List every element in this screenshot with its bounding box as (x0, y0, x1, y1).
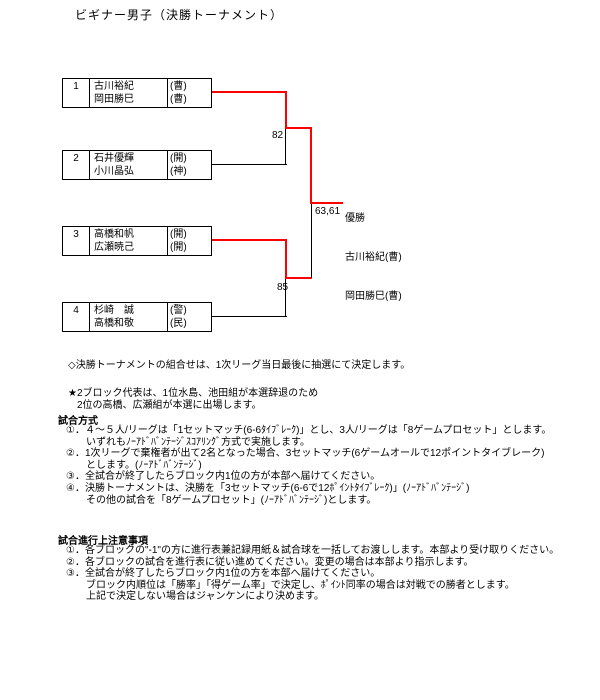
match-format-line: ①．４～５人/リーグは「1セットマッチ(6-6ﾀｲﾌﾞﾚｰｸ)」とし、3人/リー… (66, 425, 552, 436)
player-club: (曹) (170, 81, 187, 92)
score-semifinal-bottom: 85 (277, 282, 289, 293)
bracket-team-box-4: 4 杉崎 誠 高橋和敬 (警) (民) (62, 302, 212, 332)
player-name: 石井優輝 (94, 153, 134, 164)
precautions-line: 上記で決定しない場合はジャンケンにより決めます。 (66, 591, 324, 603)
seed-number: 3 (63, 227, 90, 255)
match-format-line: その他の試合を「8ゲームプロセット」(ﾉｰｱﾄﾞﾊﾞﾝﾃｰｼﾞ)とします。 (66, 494, 377, 506)
note-substitute-line1: ★2ブロック代表は、1位水島、池田組が本選辞退のため (68, 388, 319, 399)
bracket-winner-line-final-vertical (310, 127, 312, 204)
bracket-winner-line-final-out (310, 202, 343, 204)
precautions-line: ③．全試合が終了したらブロック内1位の方を本部へ届けてください。 (66, 568, 381, 580)
winner-player2: 岡田勝巳(曹) (345, 291, 402, 302)
bracket-team-box-3: 3 高橋和帆 広瀬暁己 (開) (開) (62, 226, 212, 256)
bracket-line-semi1-vertical (285, 129, 286, 165)
winner-block: 優勝 古川裕紀(曹) 岡田勝巳(曹) (345, 186, 402, 329)
note-draw: ◇決勝トーナメントの組合せは、1次リーグ当日最後に抽選にて決定します。 (68, 360, 411, 371)
bracket-line-team2 (212, 164, 287, 165)
match-format-line: ④．決勝トーナメントは、決勝を「3セットマッチ(6-6で12ﾎﾟｲﾝﾄﾀｲﾌﾞﾚ… (66, 482, 470, 494)
match-format-heading: 試合方式 (58, 416, 98, 427)
seed-number: 2 (63, 151, 90, 179)
match-format-line: いずれもﾉｰｱﾄﾞﾊﾞﾝﾃｰｼﾞｽｺｱﾘﾝｸﾞ方式で実施します。 (66, 436, 310, 448)
precautions-line: ①．各ブロックの"-1"の方に進行表兼記録用紙＆試合球を一括してお渡しします。本… (66, 545, 560, 556)
match-format-line: ②．1次リーグで棄権者が出て2名となった場合、3セットマッチ(6ゲームオールで1… (66, 448, 545, 460)
player-club: (開) (170, 153, 187, 164)
precautions-heading: 試合進行上注意事項 (58, 536, 148, 547)
winner-label: 優勝 (345, 213, 365, 224)
score-final: 63,61 (315, 206, 341, 217)
player-name: 古川裕紀 (94, 81, 134, 92)
player-club: (曹) (170, 94, 187, 105)
precautions-list: ①．各ブロックの"-1"の方に進行表兼記録用紙＆試合球を一括してお渡しします。本… (66, 545, 559, 603)
page-title: ビギナー男子（決勝トーナメント） (75, 8, 284, 22)
player-name: 杉崎 誠 (94, 305, 134, 316)
bracket-winner-line-semi1-vertical (285, 91, 287, 129)
bracket-line-final-vertical (311, 204, 312, 278)
bracket-line-semi2-vertical (285, 279, 286, 317)
player-club: (民) (170, 318, 187, 329)
bracket-winner-line-semi1-out (285, 127, 312, 129)
player-name: 高橋和帆 (94, 229, 134, 240)
precautions-line: ブロック内順位は「勝率」「得ゲーム率」で決定し、ﾎﾟｲﾝﾄ同率の場合は対戦での勝… (66, 579, 515, 591)
player-name: 小川晶弘 (94, 166, 134, 177)
player-club: (開) (170, 242, 187, 253)
player-club: (警) (170, 305, 187, 316)
bracket-winner-line-semi2-out (285, 277, 312, 279)
match-format-list: ①．４～５人/リーグは「1セットマッチ(6-6ﾀｲﾌﾞﾚｰｸ)」とし、3人/リー… (66, 425, 551, 506)
bracket-winner-line-team1 (212, 91, 287, 93)
player-club: (神) (170, 166, 187, 177)
player-club: (開) (170, 229, 187, 240)
bracket-winner-line-semi2-vertical (285, 239, 287, 279)
precautions-line: ②．各ブロックの試合を進行表に従い進めてください。変更の場合は本部より指示します… (66, 556, 474, 568)
seed-number: 4 (63, 303, 90, 331)
player-name: 高橋和敬 (94, 318, 134, 329)
player-name: 岡田勝巳 (94, 94, 134, 105)
match-format-line: とします。(ﾉｰｱﾄﾞﾊﾞﾝﾃｰｼﾞ) (66, 459, 202, 471)
match-format-line: ③．全試合が終了したらブロック内1位の方が本部へ届けてください。 (66, 471, 381, 483)
seed-number: 1 (63, 79, 90, 107)
bracket-winner-line-team3 (212, 239, 287, 241)
bracket-line-team4 (212, 316, 287, 317)
winner-player1: 古川裕紀(曹) (345, 252, 402, 263)
score-semifinal-top: 82 (272, 130, 284, 141)
player-name: 広瀬暁己 (94, 242, 134, 253)
bracket-team-box-2: 2 石井優輝 小川晶弘 (開) (神) (62, 150, 212, 180)
bracket-team-box-1: 1 古川裕紀 岡田勝巳 (曹) (曹) (62, 78, 212, 108)
note-substitute-line2: 2位の高橋、広瀬組が本選に出場します。 (77, 400, 262, 411)
